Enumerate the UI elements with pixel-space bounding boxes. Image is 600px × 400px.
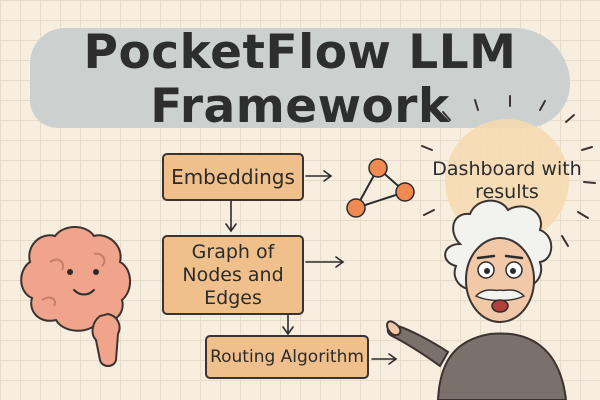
arrowhead-down-1 [225,223,237,233]
embeddings-node: Embeddings [162,153,304,201]
page-title: PocketFlow LLM Framework [0,26,600,134]
arrowhead-right-2 [335,256,345,268]
flow-arrows [225,170,398,365]
title-line-1: PocketFlow LLM [83,25,517,80]
network-graph-icon [346,158,415,218]
title-highlight-band [30,28,570,128]
routing-node: Routing Algorithm [205,335,369,379]
title-line-2: Framework [150,79,450,134]
dashboard-callout: Dashboard with results [432,158,582,203]
arrowhead-right-3 [388,353,398,365]
arrowhead-down-2 [282,326,294,336]
scientist-illustration [386,199,568,400]
brain-icon [20,226,131,367]
graph-node: Graph of Nodes and Edges [162,235,304,315]
arrowhead-right-1 [323,170,333,182]
